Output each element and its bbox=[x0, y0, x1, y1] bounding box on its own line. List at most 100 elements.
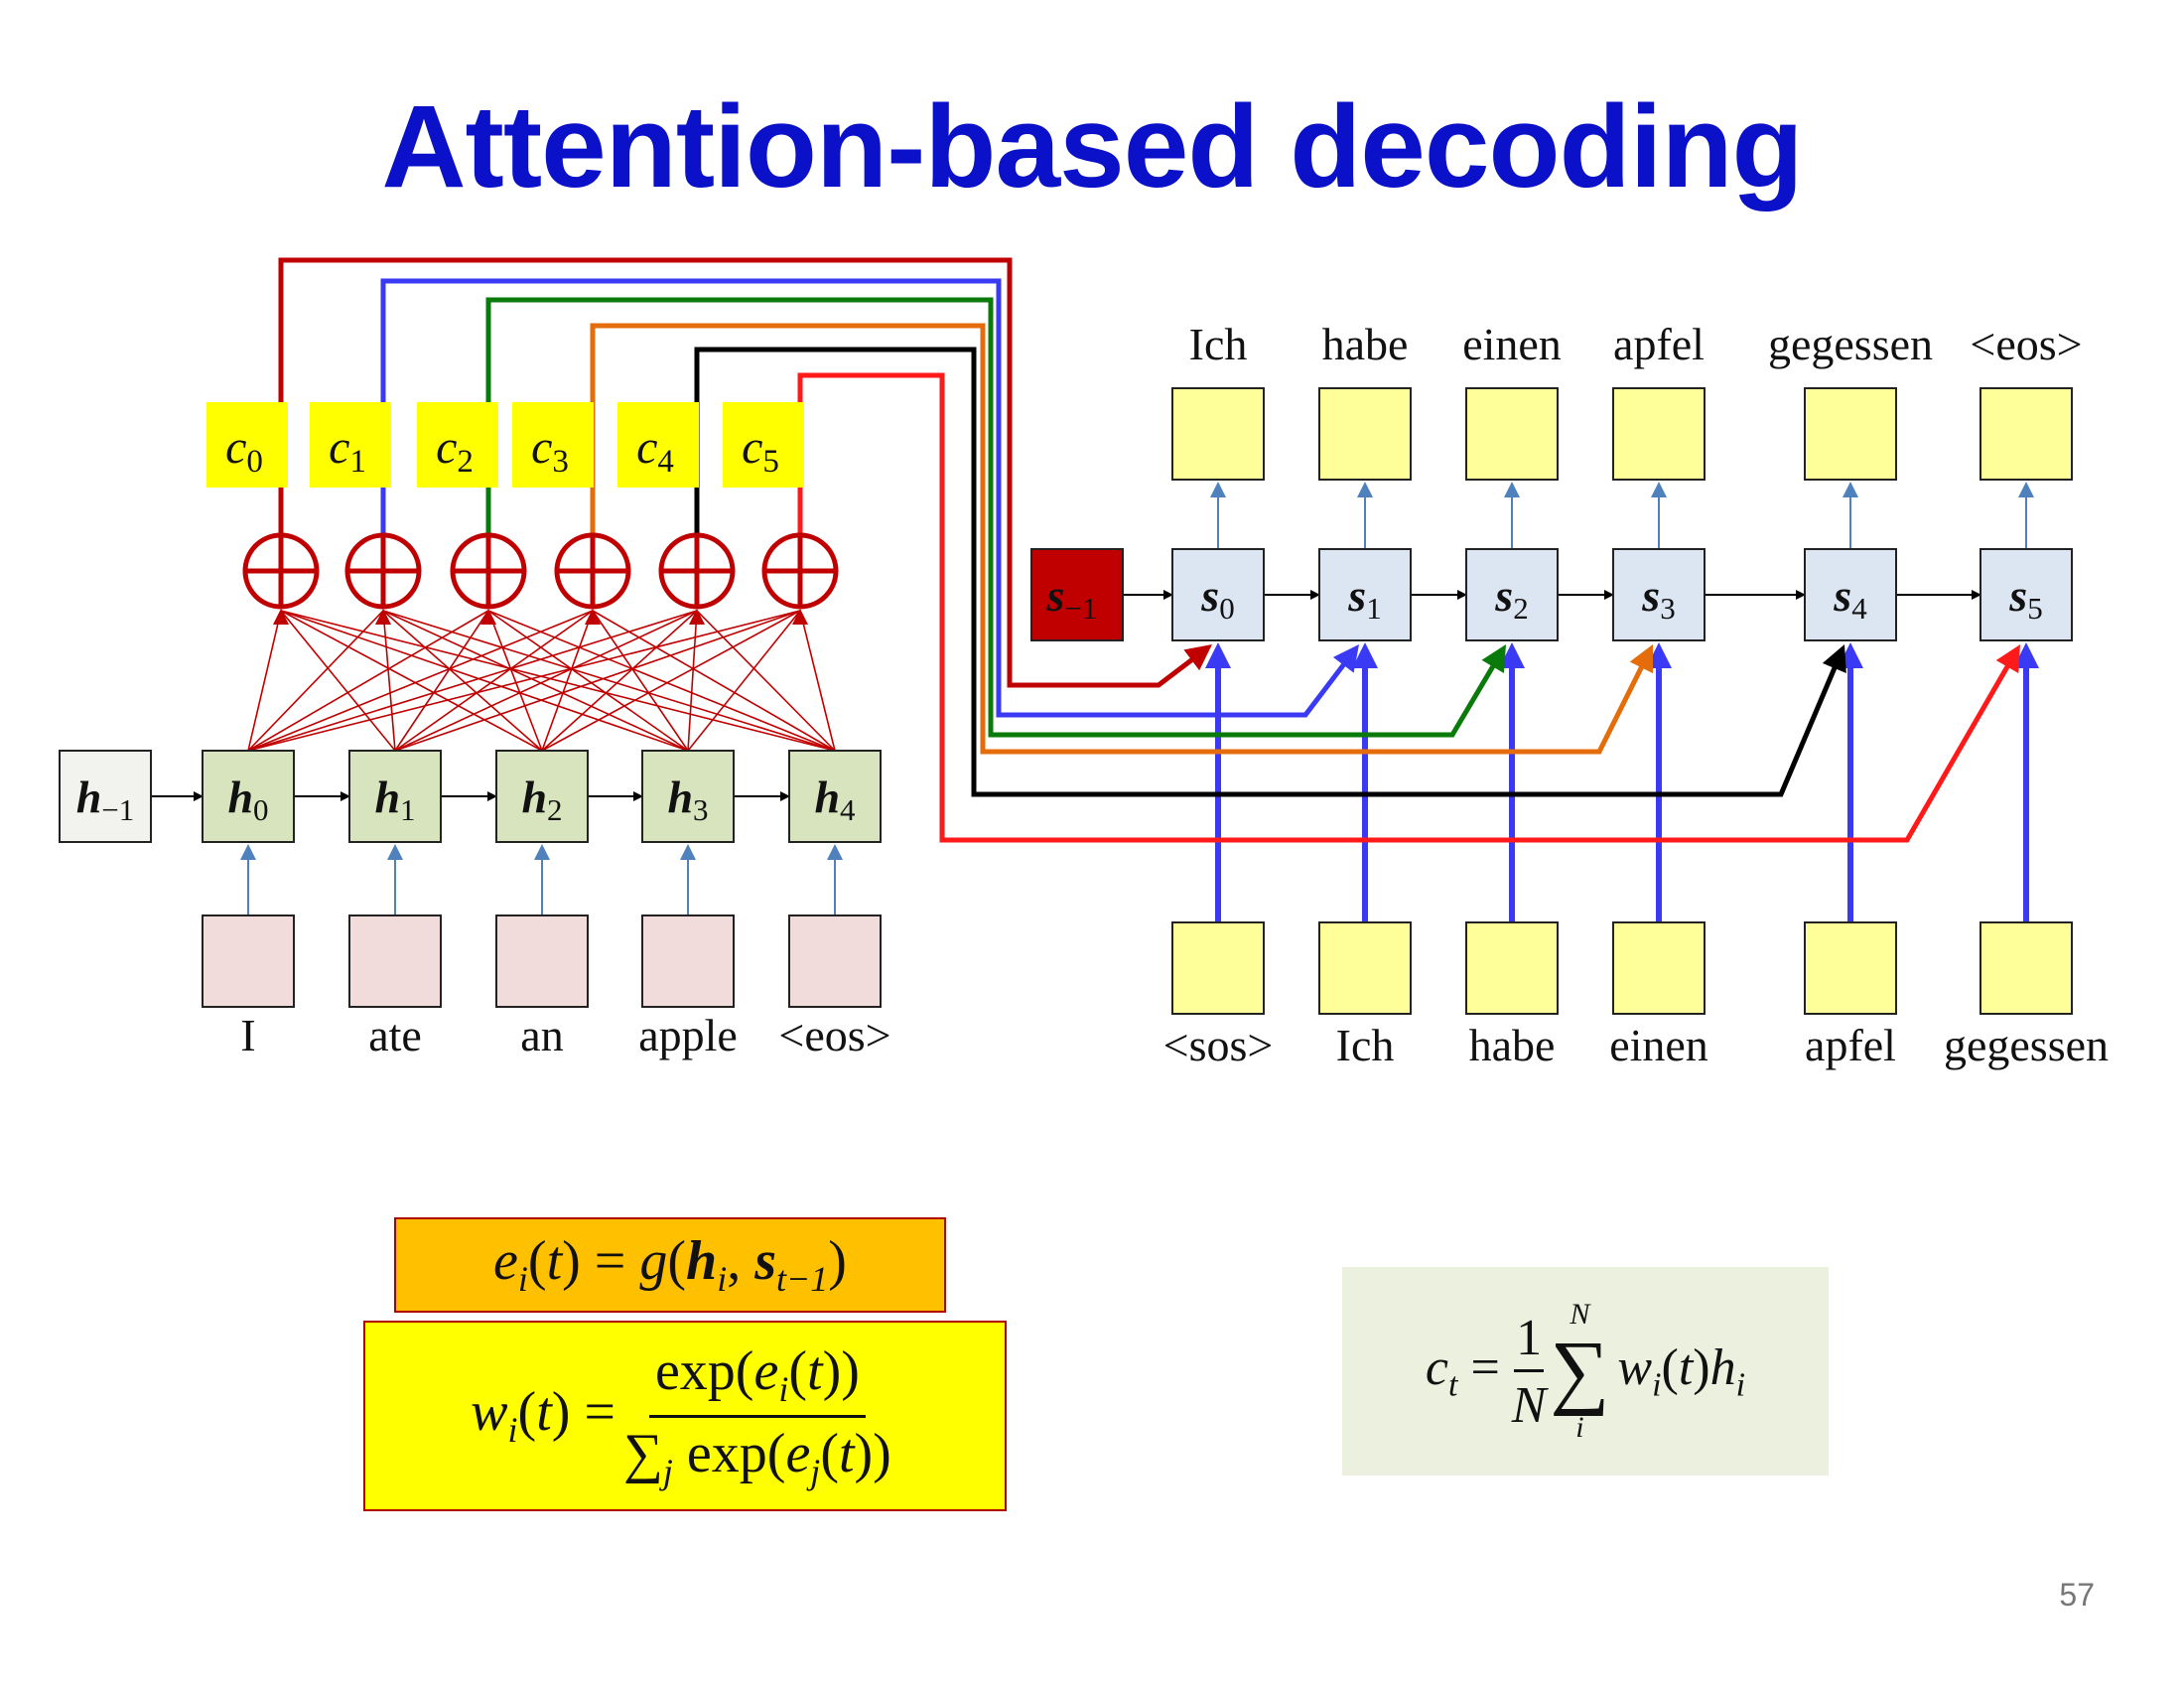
encoder-input-word: ate bbox=[368, 1010, 422, 1060]
decoder-output-box bbox=[1612, 387, 1706, 481]
context-routing-line bbox=[380, 278, 1349, 718]
context-label-box bbox=[617, 402, 699, 488]
decoder-input-box bbox=[1612, 921, 1706, 1015]
attention-weight-line bbox=[247, 610, 594, 752]
attention-weight-line bbox=[394, 610, 801, 752]
decoder-output-arrowhead bbox=[1843, 482, 1858, 497]
attention-weight-line bbox=[280, 610, 836, 752]
attention-weight-line bbox=[280, 610, 689, 752]
attention-weight-line bbox=[382, 610, 396, 752]
encoder-input-arrowhead bbox=[387, 844, 403, 860]
decoder-output-box bbox=[1318, 387, 1412, 481]
decoder-state-label: s5 bbox=[2008, 570, 2042, 626]
attention-weight-line bbox=[541, 610, 594, 752]
decoder-input-box bbox=[1804, 921, 1897, 1015]
encoder-input-arrowhead bbox=[534, 844, 550, 860]
context-routing-line bbox=[797, 372, 2013, 843]
decoder-input-word: <sos> bbox=[1163, 1020, 1274, 1070]
attention-weight-line bbox=[696, 610, 836, 752]
decoder-state-label: s1 bbox=[1347, 570, 1381, 626]
encoder-state-box bbox=[788, 750, 882, 843]
decoder-output-arrowhead bbox=[1651, 482, 1667, 497]
attention-weight-line bbox=[247, 610, 801, 752]
encoder-state-box bbox=[348, 750, 442, 843]
encoder-initial-state bbox=[59, 750, 152, 843]
attention-arrowhead bbox=[792, 609, 808, 625]
decoder-output-word: einen bbox=[1462, 319, 1562, 369]
slide-title: Attention-based decoding bbox=[381, 81, 1803, 212]
encoder-input-box bbox=[641, 914, 735, 1008]
decoder-state-box bbox=[1979, 548, 2073, 641]
decoder-state-label: s3 bbox=[1641, 570, 1675, 626]
attention-weight-line bbox=[687, 610, 801, 752]
context-equation-box: ct = 1 N N ∑ i wi(t)hi bbox=[1342, 1267, 1829, 1476]
context-routing-line bbox=[485, 297, 1498, 738]
encoder-initial-state-label: h−1 bbox=[76, 772, 135, 827]
attention-weight-line bbox=[247, 610, 384, 752]
context-label-box bbox=[206, 402, 288, 488]
encoder-state-box bbox=[202, 750, 295, 843]
decoder-output-box bbox=[1171, 387, 1265, 481]
decoder-state-box bbox=[1171, 548, 1265, 641]
attention-weight-line bbox=[394, 610, 594, 752]
decoder-input-box bbox=[1171, 921, 1265, 1015]
encoder-state-label: h4 bbox=[814, 772, 856, 827]
decoder-output-word: Ich bbox=[1189, 319, 1248, 369]
attention-arrowhead bbox=[273, 609, 289, 625]
decoder-input-box bbox=[1979, 921, 2073, 1015]
context-label: c3 bbox=[531, 421, 569, 480]
encoder-state-label: h2 bbox=[521, 772, 562, 827]
decoder-initial-state-label: s−1 bbox=[1046, 570, 1098, 626]
decoder-output-arrowhead bbox=[1504, 482, 1520, 497]
decoder-input-word: Ich bbox=[1336, 1020, 1395, 1070]
context-label: c4 bbox=[636, 421, 674, 480]
decoder-input-box bbox=[1465, 921, 1559, 1015]
encoder-input-arrowhead bbox=[827, 844, 843, 860]
decoder-initial-state bbox=[1030, 548, 1124, 641]
attention-weight-line bbox=[541, 610, 801, 752]
context-label: c1 bbox=[329, 421, 366, 480]
attention-weight-line bbox=[487, 610, 543, 752]
decoder-state-label: s4 bbox=[1833, 570, 1867, 626]
attention-weight-line bbox=[382, 610, 689, 752]
decoder-state-box bbox=[1804, 548, 1897, 641]
context-routing-line bbox=[590, 323, 1647, 755]
attention-weight-line bbox=[280, 610, 396, 752]
decoder-output-word: apfel bbox=[1613, 319, 1705, 369]
decoder-output-box bbox=[1804, 387, 1897, 481]
encoder-state-box bbox=[495, 750, 589, 843]
encoder-input-word: <eos> bbox=[778, 1010, 890, 1060]
decoder-output-arrowhead bbox=[2018, 482, 2034, 497]
context-routing-arrowhead bbox=[1332, 644, 1359, 673]
attention-weight-line bbox=[592, 610, 836, 752]
decoder-output-box bbox=[1979, 387, 2073, 481]
attention-arrowhead bbox=[689, 609, 705, 625]
decoder-output-word: <eos> bbox=[1970, 319, 2082, 369]
attention-arrowhead bbox=[585, 609, 601, 625]
attention-weight-line bbox=[541, 610, 698, 752]
encoder-input-box bbox=[495, 914, 589, 1008]
context-equation: ct = 1 N N ∑ i wi(t)hi bbox=[1425, 1298, 1746, 1444]
context-label: c0 bbox=[225, 421, 263, 480]
context-label: c5 bbox=[742, 421, 779, 480]
encoder-state-label: h1 bbox=[374, 772, 415, 827]
context-routing-line bbox=[278, 257, 1198, 688]
attention-weight-line bbox=[247, 610, 489, 752]
decoder-output-word: habe bbox=[1322, 319, 1409, 369]
context-label-box bbox=[310, 402, 391, 488]
decoder-input-arrowhead bbox=[1352, 642, 1378, 668]
context-routing-arrowhead bbox=[1481, 644, 1506, 673]
attention-arrowhead bbox=[375, 609, 391, 625]
energy-equation-box: ei(t) = g(hi, st−1) bbox=[394, 1217, 946, 1313]
encoder-input-arrowhead bbox=[240, 844, 256, 860]
attention-weight-line bbox=[247, 610, 282, 752]
encoder-input-word: I bbox=[240, 1010, 255, 1060]
decoder-input-word: habe bbox=[1469, 1020, 1556, 1070]
attention-weight-line bbox=[487, 610, 689, 752]
encoder-state-box bbox=[641, 750, 735, 843]
attention-weight-line bbox=[799, 610, 836, 752]
context-routing-line bbox=[694, 347, 1840, 797]
encoder-input-box bbox=[348, 914, 442, 1008]
